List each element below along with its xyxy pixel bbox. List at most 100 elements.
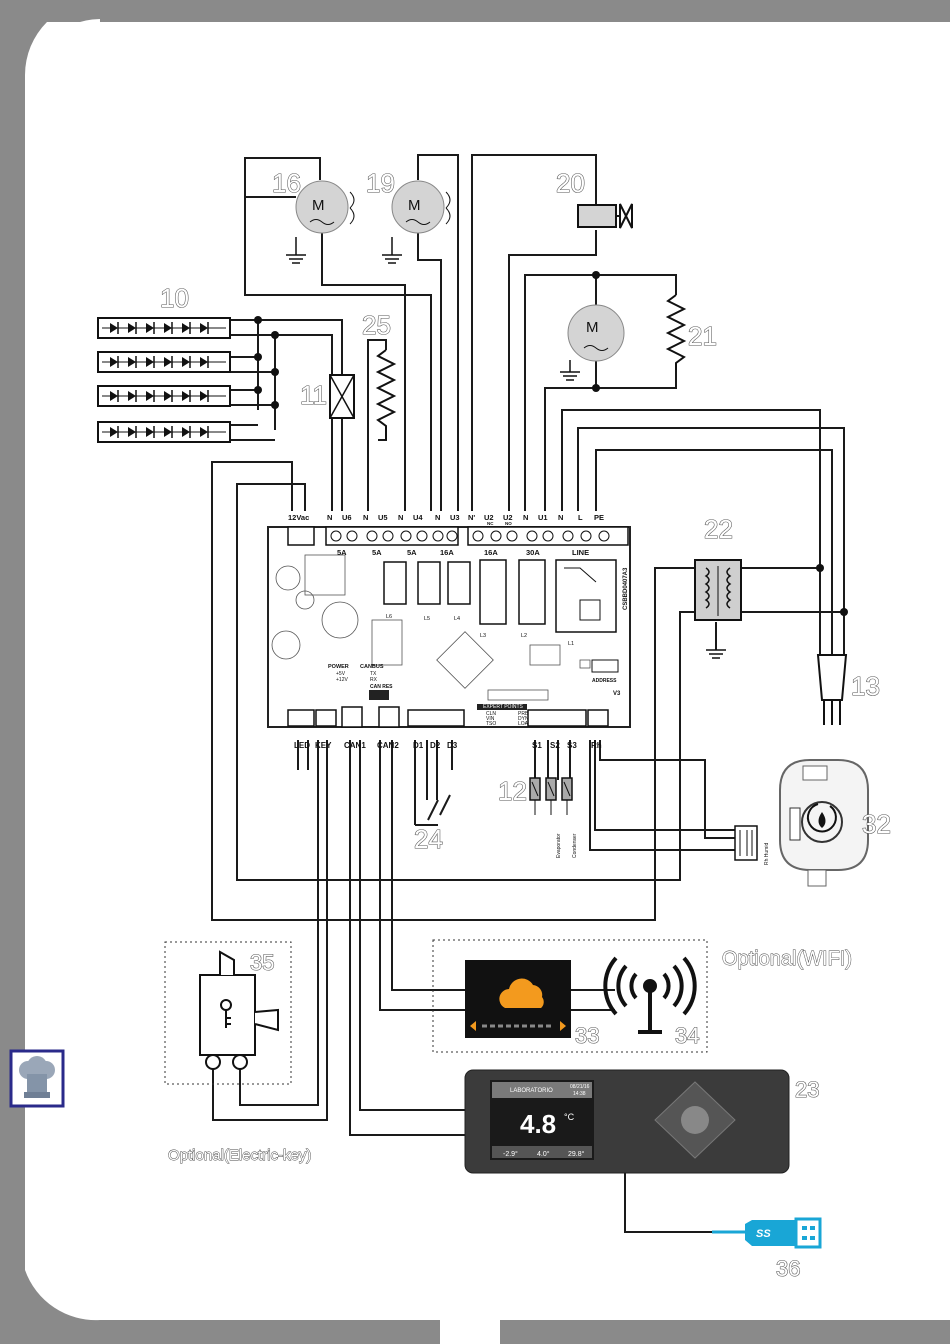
board-terminal-label: U3 [450,513,460,522]
electric-key-35 [164,941,292,1085]
board-terminal-label: U6 [342,513,352,522]
display-panel-23 [464,1069,790,1174]
optional-wifi-label: Optional(WIFI) [722,948,852,970]
callout-16: 16 [272,168,301,198]
ground-symbols [286,237,726,659]
board-terminal-label: N [558,513,563,522]
board-connector-label: LED [294,741,310,750]
callout-10: 10 [160,283,189,313]
board-fuse-label: 5A [407,548,417,557]
chef-hat-icon [9,1049,65,1108]
board-connector-label: CAN2 [377,741,399,750]
usb-connector-36 [712,1217,822,1249]
board-fuse-label: 16A [440,548,454,557]
address-label: ADDRESS [592,678,617,684]
motor-19: M [391,180,451,234]
display-header: LABORATORIO [510,1088,553,1094]
callout-22: 22 [704,514,733,544]
probe-condenser-label: Condenser [572,833,578,858]
board-terminal-label: N [327,513,332,522]
wifi-module-33 [465,960,571,1038]
humidity-sensor-32 [734,759,869,887]
expert-points-title: EXPERT POINTS [483,704,523,710]
sensor-32-terminal-label: Rh Humid [764,843,770,865]
heater-resistor [375,349,397,440]
wires [211,154,845,1233]
resistor-21 [665,294,687,370]
can-res-label: CAN RES [370,684,393,690]
junctions [254,271,848,616]
board-terminal-label: 12Vac [288,513,309,522]
callout-20: 20 [556,168,585,198]
board-terminal-label: U2 [484,513,494,522]
board-connector-label: CAN1 [344,741,366,750]
board-terminal-label: N [523,513,528,522]
board-terminal-label: N [363,513,368,522]
callout-12: 12 [498,776,527,806]
power-title: POWER [328,664,349,670]
board-terminal-label: N [398,513,403,522]
board-connector-label: S1 [532,741,542,750]
expert-point-item: DYN [518,716,529,722]
board-connector-label: D3 [447,741,458,750]
board-relay-label: L1 [568,641,574,647]
callout-34: 34 [675,1023,699,1048]
solenoid-valve-20 [577,203,633,229]
callout-32: 32 [862,809,891,839]
expert-point-item: PRB [518,711,529,717]
mains-filter-22 [694,559,742,621]
board-connector-label: KEY [315,741,332,750]
board-terminal-label: U2 [503,513,513,522]
display-main-unit: °C [564,1112,575,1122]
board-terminal-label: U1 [538,513,548,522]
svg-text:M: M [408,197,421,214]
board-relay-label: L6 [386,614,392,620]
display-date: 08/21/16 [570,1084,590,1090]
probe-evaporator-label: Evaporator [556,833,562,858]
board-connector-label: S3 [567,741,577,750]
callout-21: 21 [688,321,717,351]
key-icon [220,999,232,1028]
board-terminal-label: N' [468,513,475,522]
board-terminal-label: U5 [378,513,388,522]
board-fuse-label: 30A [526,548,540,557]
board-terminal-sublabel: NC [487,521,494,526]
board-code: CSBBD0407A3 [623,567,629,610]
cloud-icon [499,978,544,1008]
canbus-item-2: RX [370,677,378,683]
board-connector-label: S2 [550,741,560,750]
power-plug-13 [816,654,848,725]
board-terminal-label: PE [594,513,604,522]
board-terminal-label: L [578,513,583,522]
callout-24: 24 [414,824,443,854]
canbus-title: CANBUS [360,664,384,670]
led-strips [97,317,231,443]
power-item-2: +12V [336,677,348,683]
board-terminal-label: U4 [413,513,423,522]
display-readout-3: 29.8° [568,1150,585,1158]
board-relay-label: L5 [424,616,430,622]
board-connector-label: D2 [430,741,441,750]
display-main-value: 4.8 [520,1109,556,1139]
callout-13: 13 [851,671,880,701]
power-item-1: +5V [336,671,346,677]
expert-point-item: VIN [486,716,495,722]
callout-25: 25 [362,310,391,340]
board-connector-label: Rh [591,741,602,750]
board-relay-label: L3 [480,633,486,639]
motor-16: M [295,180,355,234]
svg-text:M: M [312,197,325,214]
callout-19: 19 [366,168,395,198]
display-time: 14:38 [573,1091,586,1097]
optional-wifi-box [432,939,708,1053]
display-readout-1: -2.9° [503,1150,518,1158]
board-terminal-label: N [435,513,440,522]
board-fuse-label: 16A [484,548,498,557]
board-fuse-label: 5A [372,548,382,557]
expert-point-item: CLN [486,711,496,717]
